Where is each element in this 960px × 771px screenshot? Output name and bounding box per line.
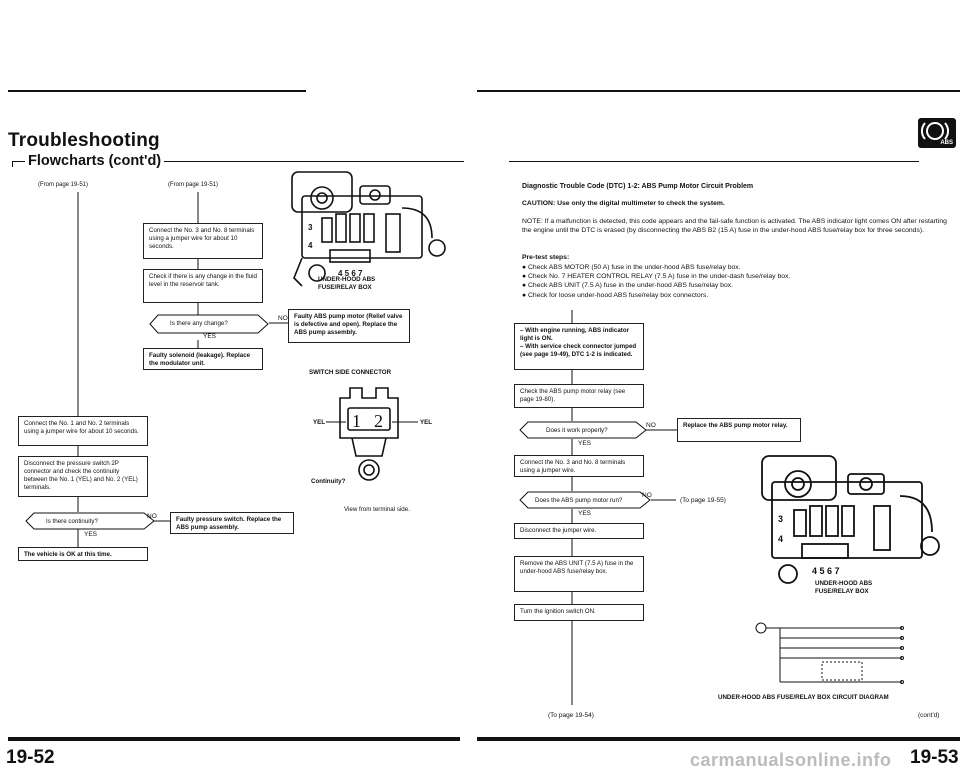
subtitle-rule bbox=[12, 161, 464, 162]
no-label-r2: NO bbox=[642, 492, 652, 499]
from-page-label-1: (From page 19-51) bbox=[38, 182, 89, 188]
abs-icon-label: ABS bbox=[940, 140, 953, 146]
faulty-pressure-switch-result: Faulty pressure switch. Replace the ABS … bbox=[170, 512, 294, 534]
yes-label-2: YES bbox=[84, 531, 98, 538]
top-rule-right bbox=[477, 90, 960, 92]
continuity-label: Continuity? bbox=[311, 478, 346, 485]
step-turn-ignition-on: Turn the ignition switch ON. bbox=[514, 604, 644, 621]
pretest-item: ● Check No. 7 HEATER CONTROL RELAY (7.5 … bbox=[522, 273, 791, 281]
decision-continuity-text: Is there continuity? bbox=[46, 518, 98, 525]
step-connect-3-8-left: Connect the No. 3 and No. 8 terminals us… bbox=[143, 223, 263, 259]
page-title: Troubleshooting bbox=[8, 130, 160, 151]
note-text: NOTE: If a malfunction is detected, this… bbox=[522, 218, 947, 234]
pretest-title: Pre-test steps: bbox=[522, 254, 570, 261]
step-connect-1-2: Connect the No. 1 and No. 2 terminals us… bbox=[18, 416, 148, 446]
to-page-55-label: (To page 19-55) bbox=[680, 497, 726, 504]
fuse-relay-box-illustration-right: 3 4 4 5 6 7 bbox=[761, 455, 940, 584]
decision-change-text: Is there any change? bbox=[170, 320, 228, 327]
fuse-box-label-right: UNDER-HOOD ABS FUSE/RELAY BOX bbox=[815, 580, 873, 596]
yel-right-label: YEL bbox=[420, 419, 433, 426]
page-number-left: 19-52 bbox=[6, 747, 55, 768]
svg-text:2: 2 bbox=[374, 411, 383, 431]
from-page-label-2: (From page 19-51) bbox=[168, 182, 219, 188]
svg-text:4: 4 bbox=[308, 241, 313, 250]
vehicle-ok-result: The vehicle is OK at this time. bbox=[18, 547, 148, 561]
yes-label-r2: YES bbox=[578, 510, 592, 517]
step-connect-3-8-right: Connect the No. 3 and No. 8 terminals us… bbox=[514, 455, 644, 477]
bottom-bar-right bbox=[477, 737, 960, 741]
no-label: NO bbox=[278, 315, 288, 322]
svg-text:4 5 6 7: 4 5 6 7 bbox=[338, 269, 363, 278]
fuse-box-label-left: UNDER-HOOD ABS FUSE/RELAY BOX bbox=[318, 276, 376, 292]
yes-label: YES bbox=[203, 333, 217, 340]
pretest-item: ● Check for loose under-hood ABS fuse/re… bbox=[522, 291, 709, 299]
page-number-right: 19-53 bbox=[910, 747, 959, 768]
pretest-item: ● Check ABS MOTOR (50 A) fuse in the und… bbox=[522, 264, 741, 271]
bottom-bar-left bbox=[8, 737, 460, 741]
step-remove-abs-unit-fuse: Remove the ABS UNIT (7.5 A) fuse in the … bbox=[514, 556, 644, 592]
decision-pump-run-shape bbox=[519, 491, 651, 509]
page-subtitle: Flowcharts (cont'd) bbox=[25, 153, 165, 169]
step-check-fluid-level: Check if there is any change in the flui… bbox=[143, 269, 263, 303]
watermark: carmanualsonline.info bbox=[690, 750, 892, 770]
no-label-r1: NO bbox=[646, 422, 656, 429]
circuit-diagram-title: UNDER-HOOD ABS FUSE/RELAY BOX CIRCUIT DI… bbox=[718, 694, 889, 701]
right-rule bbox=[509, 161, 919, 162]
svg-text:4 5 6 7: 4 5 6 7 bbox=[812, 566, 840, 576]
pretest-list: ● Check ABS MOTOR (50 A) fuse in the und… bbox=[522, 263, 790, 300]
step-disconnect-jumper: Disconnect the jumper wire. bbox=[514, 523, 644, 539]
step-disconnect-pressure-switch: Disconnect the pressure switch 2P connec… bbox=[18, 456, 148, 497]
decision-pump-run-text: Does the ABS pump motor run? bbox=[535, 497, 623, 504]
to-page-54-label: (To page 19-54) bbox=[548, 712, 594, 719]
subtitle-bracket bbox=[12, 161, 13, 167]
circuit-diagram bbox=[755, 622, 904, 684]
svg-text:4: 4 bbox=[778, 534, 783, 544]
faulty-solenoid-result: Faulty solenoid (leakage). Replace the m… bbox=[143, 348, 263, 370]
svg-text:1: 1 bbox=[352, 411, 361, 431]
svg-text:3: 3 bbox=[308, 223, 313, 232]
yel-left-label: YEL bbox=[313, 419, 326, 426]
decision-work-shape bbox=[519, 421, 647, 439]
switch-side-connector-label: SWITCH SIDE CONNECTOR bbox=[309, 369, 392, 376]
decision-change-shape bbox=[149, 314, 269, 334]
no-label-2: NO bbox=[147, 513, 157, 520]
pretest-item: ● Check ABS UNIT (7.5 A) fuse in the und… bbox=[522, 282, 734, 290]
svg-text:3: 3 bbox=[778, 514, 783, 524]
dtc-title: Diagnostic Trouble Code (DTC) 1-2: ABS P… bbox=[522, 183, 754, 190]
top-rule-left bbox=[8, 90, 306, 92]
fuse-relay-box-illustration: 3 4 4 5 6 7 bbox=[291, 171, 446, 287]
decision-continuity-shape bbox=[25, 512, 155, 530]
abs-indicator-icon: ABS bbox=[918, 118, 956, 148]
view-from-terminal-label: View from terminal side. bbox=[344, 506, 410, 513]
decision-work-text: Does it work properly? bbox=[546, 427, 608, 434]
replace-relay-result: Replace the ABS pump motor relay. bbox=[677, 418, 801, 442]
yes-label-r1: YES bbox=[578, 440, 592, 447]
start-condition-box: – With engine running, ABS indicator lig… bbox=[514, 323, 644, 370]
caution-text: CAUTION: Use only the digital multimeter… bbox=[522, 200, 725, 207]
step-check-pump-relay: Check the ABS pump motor relay (see page… bbox=[514, 384, 644, 408]
faulty-pump-result: Faulty ABS pump motor (Relief valve is d… bbox=[288, 309, 410, 343]
contd-label: (cont'd) bbox=[918, 712, 940, 719]
